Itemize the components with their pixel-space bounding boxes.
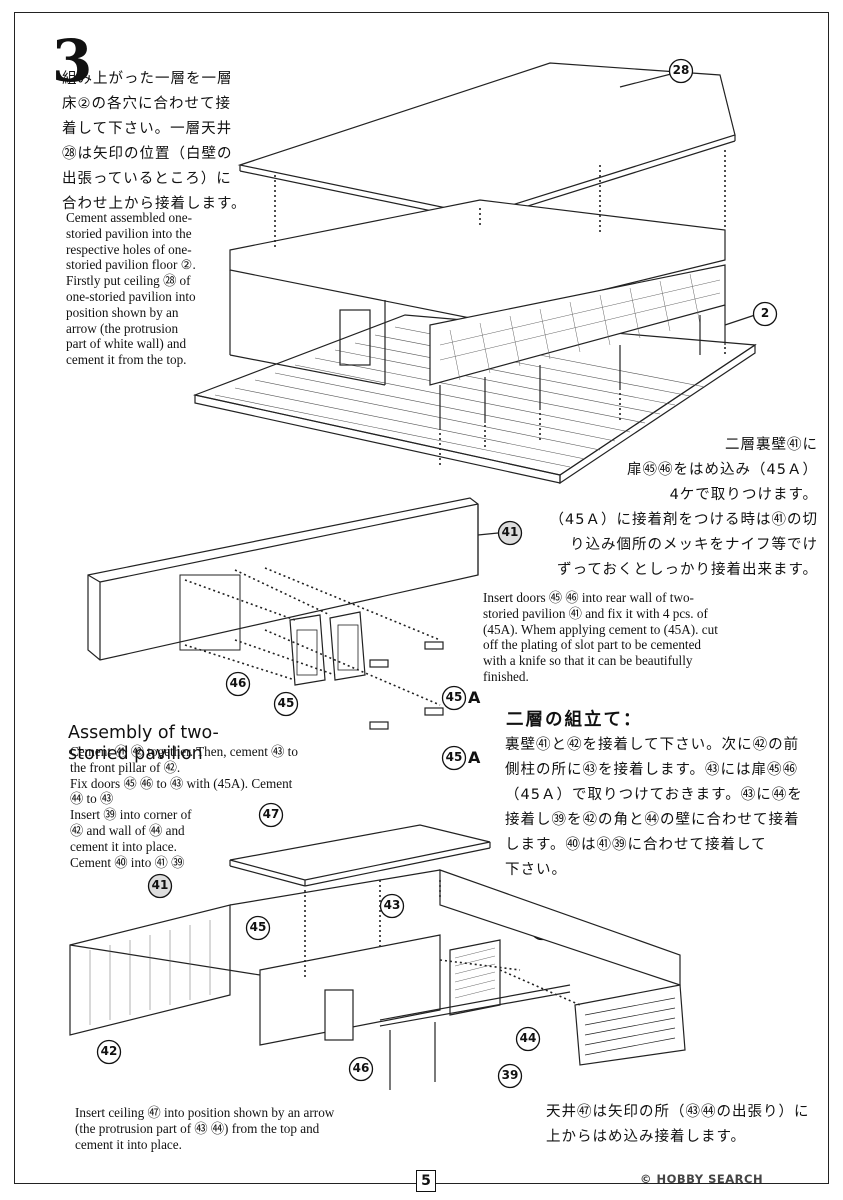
leader-2 — [724, 314, 756, 326]
part-label-47 — [258, 802, 284, 828]
part-label-45b — [245, 915, 271, 941]
door-guide-lines — [184, 567, 441, 706]
part-label-39 — [497, 1063, 523, 1089]
step3-en-text: Cement assembled one- storied pavilion i… — [66, 210, 196, 368]
pins-45A — [369, 641, 444, 730]
door-46 — [329, 611, 366, 681]
rear-wall-en-note: Insert doors ㊺ ㊻ into rear wall of two- … — [483, 590, 718, 684]
part-label-46b — [348, 1056, 374, 1082]
pavilion-body — [229, 199, 726, 430]
assembly-diagram — [69, 824, 686, 1090]
ceiling-jp-note: 天井㊼は矢印の所（㊸㊹の出張り）に 上からはめ込み接着します。 — [546, 1104, 810, 1145]
page-number: 5 — [416, 1170, 436, 1192]
ceiling-47 — [229, 824, 491, 887]
assembly-guide-lines — [304, 880, 581, 1006]
floor-plate — [192, 314, 757, 485]
step3-jp-text: 組み上がった一層を一層 床②の各穴に合わせて接 着して下さい。一層天井 ㉘は矢印… — [62, 42, 282, 242]
rear-wall-diagram — [87, 497, 499, 730]
assembly-heading-en: Assembly of two- storied pavilion — [68, 702, 268, 786]
rear-wall-jp-note: 二層裏壁㊶に 扉㊺㊻をはめ込み（45Ａ） 4ケで取りつけます。 （45Ａ）に接着… — [548, 408, 818, 583]
door-45 — [289, 614, 326, 686]
step3-diagram — [192, 62, 757, 485]
guide-lines — [274, 150, 726, 465]
assembly-en-text: Cement ㊶ ㊷ together. Then, cement ㊸ to t… — [70, 744, 298, 870]
assembly-heading-jp: 二層の組立て： — [506, 710, 643, 730]
walls — [69, 869, 686, 1090]
part-label-45 — [273, 691, 299, 717]
ceiling-en-note: Insert ceiling ㊼ into position shown by … — [75, 1105, 335, 1152]
assembly-jp-text: 裏壁㊶と㊷を接着して下さい。次に㊷の前 側柱の所に㊸を接着します。㊸には扉㊺㊻ … — [505, 737, 803, 878]
part-label-28 — [668, 58, 694, 84]
leader-28 — [619, 72, 676, 88]
part-label-44 — [515, 1026, 541, 1052]
step-number: 3 — [52, 27, 93, 95]
part-label-41b — [147, 873, 173, 899]
part-label-2 — [752, 301, 778, 327]
step3-jp-body: 組み上がった一層を一層 床②の各穴に合わせて接 着して下さい。一層天井 ㉘は矢印… — [62, 71, 247, 212]
part-label-45A-2 — [441, 745, 467, 771]
part-label-46 — [225, 671, 251, 697]
assembly-heading-en-text: Assembly of two- storied pavilion — [68, 723, 219, 764]
part-label-42 — [96, 1039, 122, 1065]
rear-wall-41 — [87, 497, 479, 661]
leader-41 — [477, 532, 499, 536]
rear-wall-jp-text: 二層裏壁㊶に 扉㊺㊻をはめ込み（45Ａ） 4ケで取りつけます。 （45Ａ）に接着… — [549, 437, 818, 578]
part-label-41 — [497, 520, 523, 546]
watermark: © HOBBY SEARCH — [640, 1172, 764, 1186]
part-label-45A-1 — [441, 685, 467, 711]
ceiling-28 — [237, 62, 736, 222]
